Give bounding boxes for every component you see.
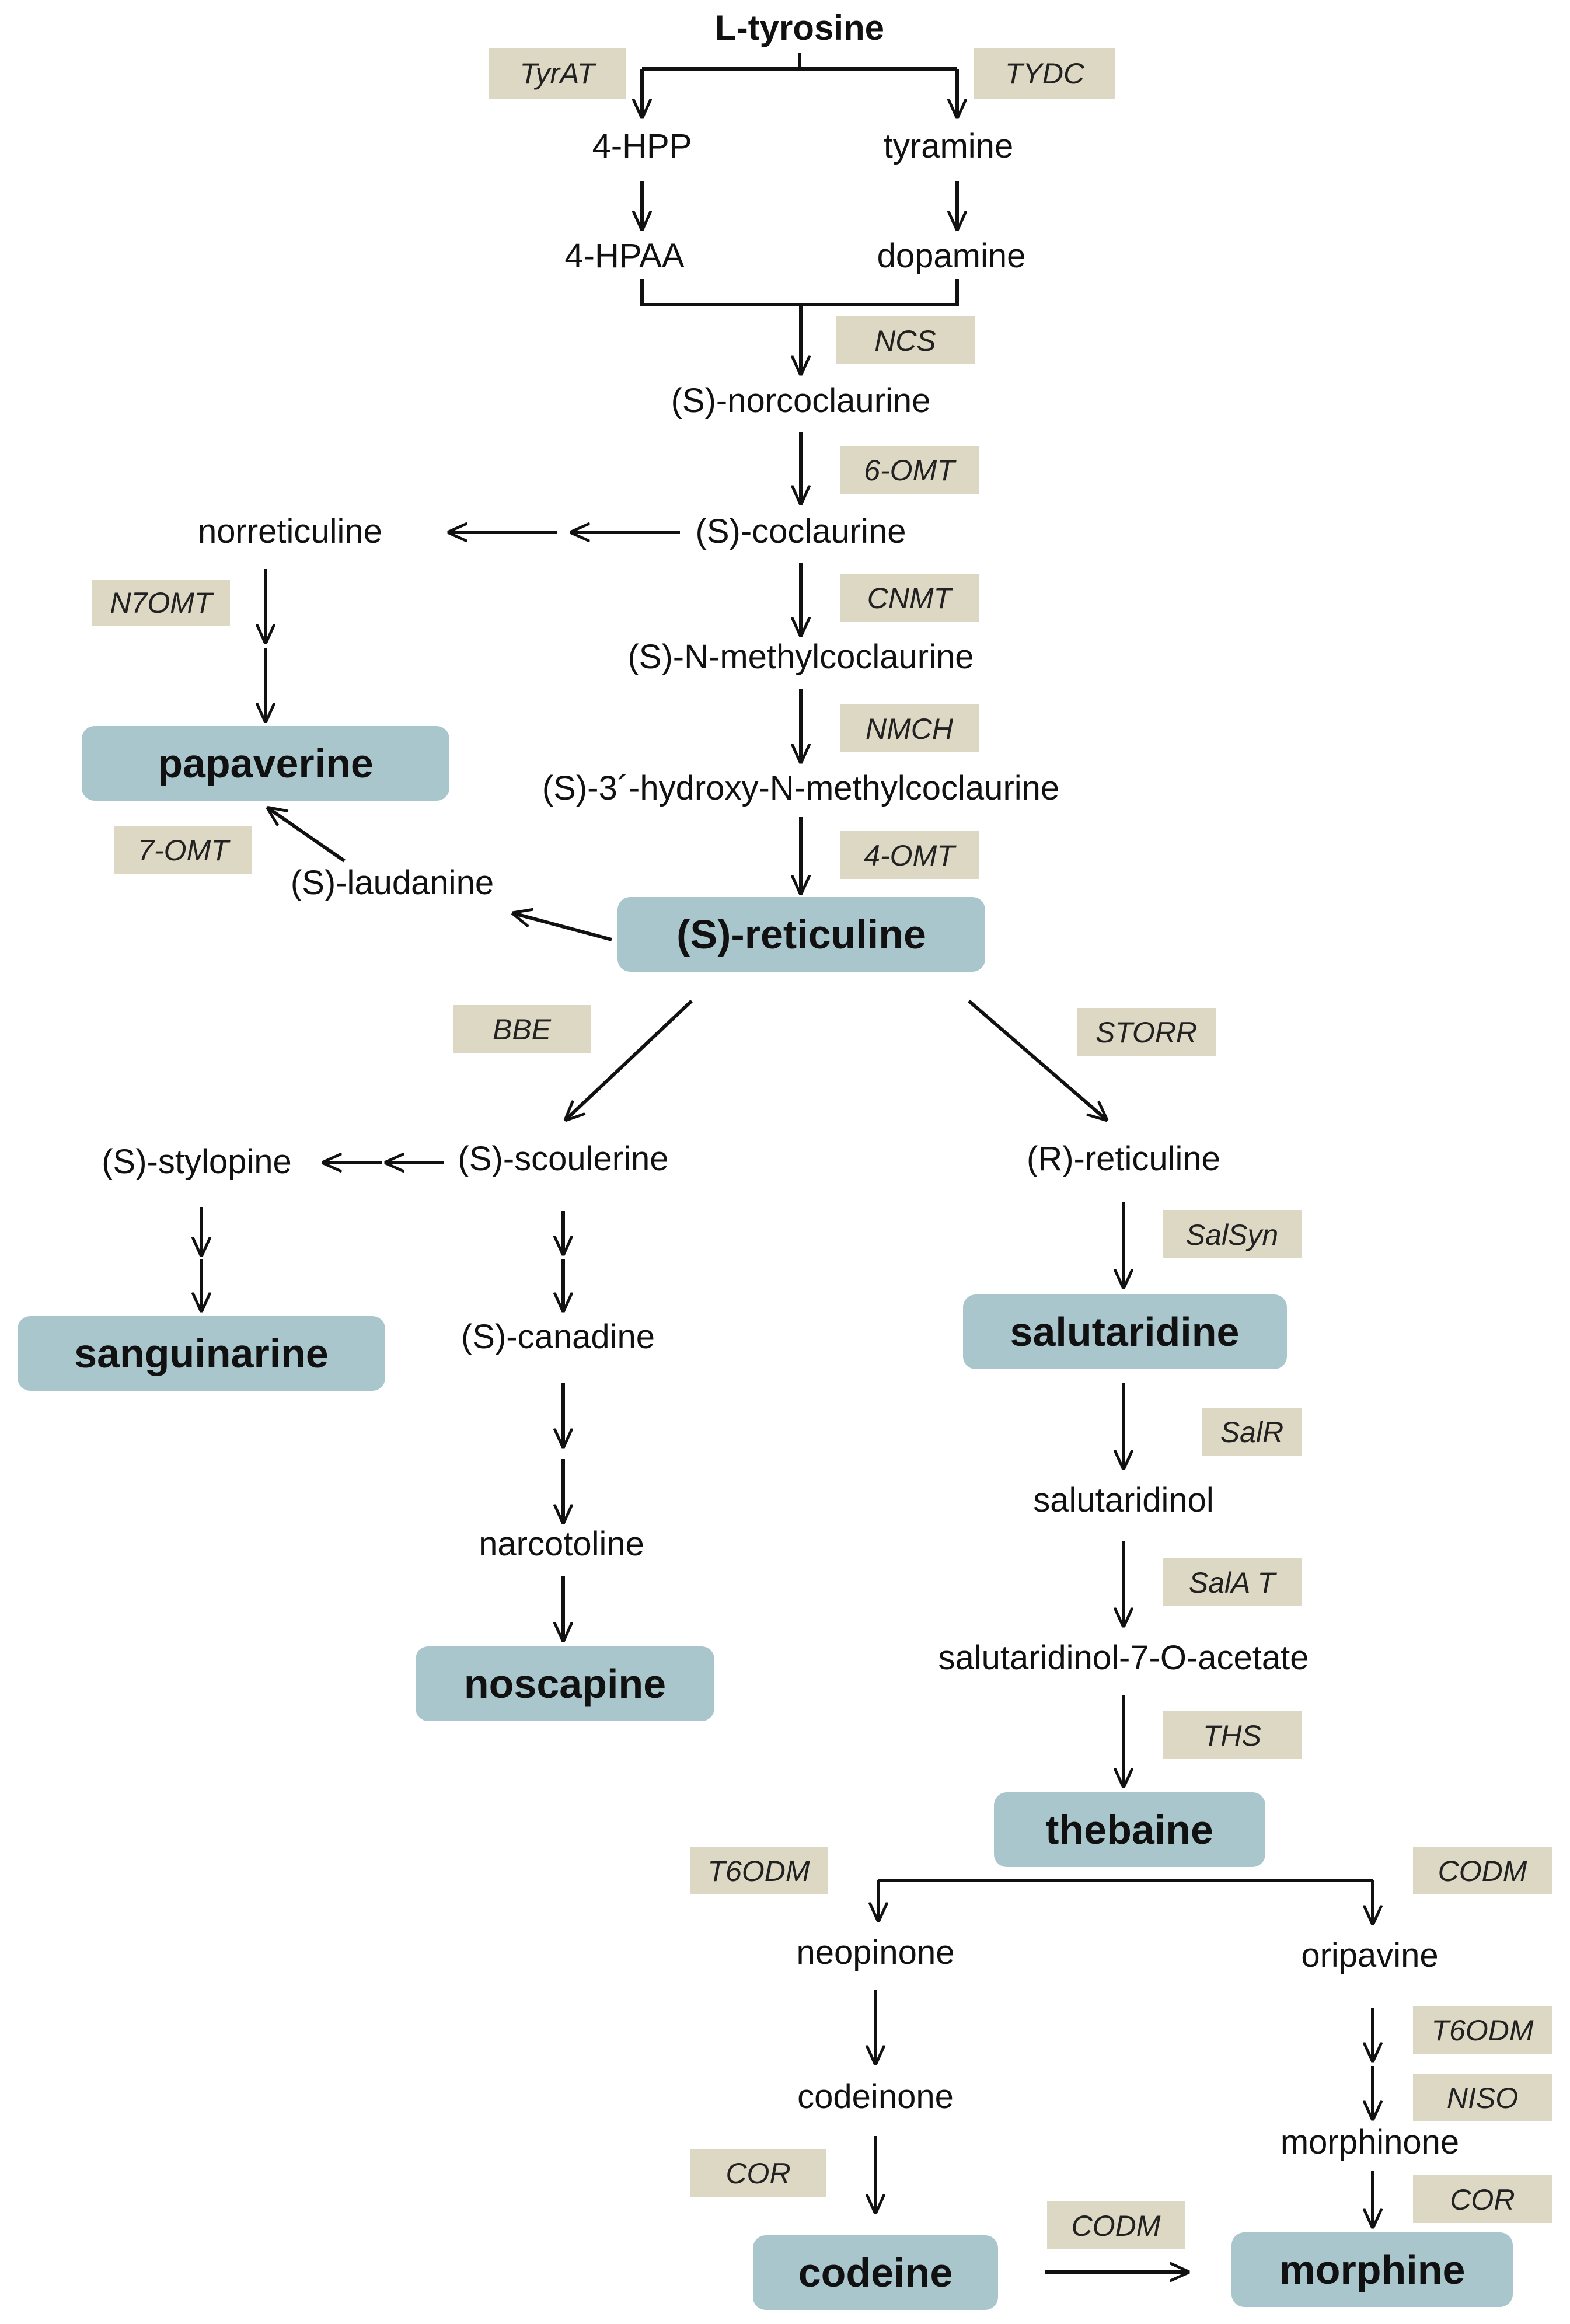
product-papaverine: papaverine (82, 726, 449, 801)
enzyme-nmch: NMCH (840, 704, 979, 752)
metabolite-canadine: (S)-canadine (461, 1318, 655, 1356)
enzyme-storr: STORR (1077, 1008, 1216, 1056)
metabolite-tyramine: tyramine (884, 127, 1013, 165)
enzyme-salsyn: SalSyn (1163, 1210, 1302, 1258)
metabolite-r-reticuline: (R)-reticuline (1027, 1140, 1220, 1178)
product-salutaridine-label: salutaridine (1010, 1309, 1240, 1355)
enzyme-salat: SalA T (1163, 1558, 1302, 1606)
enzyme-cor-left-label: COR (725, 2157, 790, 2190)
metabolite-coclaurine: (S)-coclaurine (696, 512, 906, 550)
arrow-laudanine-papaverine (268, 808, 346, 863)
metabolite-l-tyrosine: L-tyrosine (715, 8, 884, 47)
enzyme-7-omt: 7-OMT (114, 826, 252, 874)
arrow-condensation-bracket (640, 279, 959, 306)
enzyme-niso-label: NISO (1447, 2082, 1518, 2114)
product-morphine-label: morphine (1279, 2247, 1466, 2292)
enzyme-tyrat-label: TyrAT (520, 57, 597, 90)
enzyme-cnmt-label: CNMT (867, 582, 954, 615)
product-s-reticuline-label: (S)-reticuline (676, 912, 926, 957)
enzyme-t6odm-right: T6ODM (1413, 2006, 1552, 2054)
enzyme-tyrat: TyrAT (489, 48, 626, 99)
product-thebaine-label: thebaine (1045, 1807, 1213, 1852)
metabolite-hydroxy-n-methylcoclaurine: (S)-3´-hydroxy-N-methylcoclaurine (542, 769, 1059, 807)
enzyme-7-omt-label: 7-OMT (138, 834, 231, 867)
product-codeine: codeine (753, 2235, 998, 2310)
product-sanguinarine-label: sanguinarine (74, 1331, 329, 1376)
metabolite-n-methylcoclaurine: (S)-N-methylcoclaurine (627, 638, 974, 676)
enzyme-salsyn-label: SalSyn (1186, 1219, 1278, 1251)
metabolite-salutaridinol: salutaridinol (1033, 1481, 1214, 1519)
product-noscapine: noscapine (416, 1646, 714, 1721)
metabolite-norcoclaurine: (S)-norcoclaurine (671, 382, 931, 420)
metabolite-laudanine: (S)-laudanine (291, 864, 494, 902)
arrow-reticuline-r-reticuline (968, 999, 1106, 1119)
enzyme-codm-bottom: CODM (1047, 2201, 1185, 2249)
metabolite-oripavine: oripavine (1301, 1936, 1438, 1974)
enzyme-tydc: TYDC (974, 48, 1115, 99)
product-salutaridine: salutaridine (963, 1294, 1287, 1369)
enzyme-cnmt: CNMT (840, 574, 979, 622)
metabolite-salutaridinol-acetate: salutaridinol-7-O-acetate (938, 1639, 1309, 1677)
metabolite-4-hpaa: 4-HPAA (564, 237, 685, 275)
enzyme-ncs-label: NCS (874, 324, 936, 357)
enzyme-4-omt-label: 4-OMT (864, 839, 957, 872)
enzyme-ths: THS (1163, 1711, 1302, 1759)
metabolite-morphinone: morphinone (1281, 2123, 1459, 2161)
enzyme-nmch-label: NMCH (866, 713, 954, 745)
enzyme-n7omt: N7OMT (92, 580, 230, 626)
enzyme-codm-bottom-label: CODM (1072, 2210, 1161, 2242)
enzyme-storr-label: STORR (1095, 1016, 1197, 1049)
metabolite-stylopine: (S)-stylopine (102, 1143, 292, 1181)
arrow-tyrosine-branch (642, 53, 957, 71)
product-thebaine: thebaine (994, 1792, 1265, 1867)
enzyme-n7omt-label: N7OMT (110, 587, 214, 619)
enzyme-4-omt: 4-OMT (840, 831, 979, 879)
enzyme-salr-label: SalR (1220, 1416, 1283, 1449)
enzyme-codm-right-label: CODM (1438, 1855, 1527, 1887)
enzyme-tydc-label: TYDC (1005, 57, 1085, 90)
product-codeine-label: codeine (798, 2250, 953, 2295)
enzyme-bbe-label: BBE (493, 1013, 552, 1046)
enzyme-codm-right: CODM (1413, 1847, 1552, 1894)
product-morphine: morphine (1231, 2232, 1513, 2307)
product-s-reticuline: (S)-reticuline (617, 897, 985, 972)
enzyme-ths-label: THS (1203, 1719, 1261, 1752)
enzyme-cor-right: COR (1413, 2175, 1552, 2223)
enzyme-cor-right-label: COR (1450, 2183, 1515, 2216)
metabolite-dopamine: dopamine (877, 237, 1026, 275)
enzyme-6-omt-label: 6-OMT (864, 454, 957, 487)
enzyme-ncs: NCS (836, 316, 975, 364)
metabolite-4-hpp: 4-HPP (592, 127, 692, 165)
metabolite-scoulerine: (S)-scoulerine (458, 1140, 669, 1178)
enzyme-cor-left: COR (690, 2149, 826, 2197)
product-noscapine-label: noscapine (464, 1661, 666, 1707)
arrow-reticuline-laudanine (514, 913, 612, 941)
metabolite-codeinone: codeinone (797, 2078, 954, 2116)
pathway-arrows (201, 53, 1373, 2272)
arrow-reticuline-scoulerine (566, 999, 693, 1119)
enzyme-niso: NISO (1413, 2074, 1552, 2121)
metabolite-norreticuline: norreticuline (198, 512, 382, 550)
enzyme-salr: SalR (1202, 1408, 1302, 1456)
product-sanguinarine: sanguinarine (18, 1316, 385, 1391)
enzyme-6-omt: 6-OMT (840, 446, 979, 494)
enzyme-t6odm-left-label: T6ODM (708, 1855, 810, 1887)
enzyme-t6odm-left: T6ODM (690, 1847, 828, 1894)
enzyme-salat-label: SalA T (1189, 1566, 1278, 1599)
enzyme-bbe: BBE (453, 1005, 591, 1053)
metabolite-narcotoline: narcotoline (479, 1525, 644, 1563)
enzyme-t6odm-right-label: T6ODM (1432, 2014, 1534, 2047)
metabolite-neopinone: neopinone (797, 1934, 955, 1971)
product-papaverine-label: papaverine (158, 741, 374, 786)
